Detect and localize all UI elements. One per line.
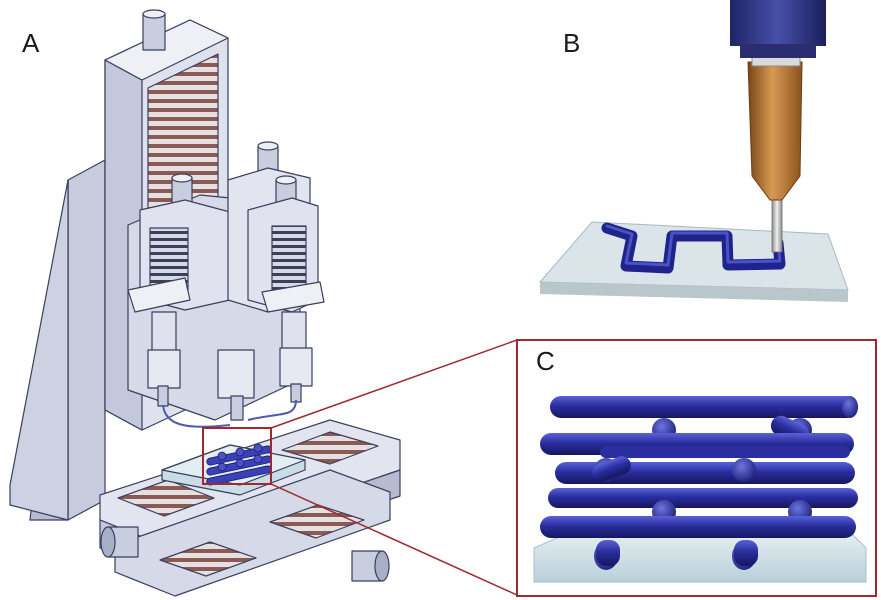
printer-tower-wall (9, 179, 69, 521)
base-vents-right (281, 431, 379, 465)
zoom-region-box (202, 427, 272, 485)
printer-tower-side (67, 159, 106, 521)
zoom-line-top (270, 339, 518, 429)
dispenser-head (730, 0, 826, 46)
panel-label-c: C (536, 346, 555, 376)
axis-cylinder-right (351, 550, 390, 582)
rail-vents-a (159, 541, 257, 577)
glass-slide-edge (540, 282, 848, 302)
printer-illustration (9, 9, 401, 597)
panel-label-a: A (22, 28, 40, 58)
printhead-left (127, 173, 231, 407)
rail-vents-b (269, 504, 365, 539)
extrusion-illustration (538, 0, 849, 302)
feed-tube-left (162, 404, 231, 428)
nozzle-cartridge (747, 61, 803, 201)
feed-tube-right (247, 399, 297, 421)
column-top-cylinder (142, 13, 166, 51)
mini-scaffold (206, 443, 272, 486)
base-vents-left (117, 479, 215, 517)
scaffold-detail-panel (516, 339, 877, 597)
panel-label-b: B (563, 28, 581, 58)
printhead-right (247, 175, 325, 403)
needle (771, 195, 783, 253)
zoom-line-bottom (270, 483, 518, 596)
detail-glass-base (533, 533, 867, 583)
axis-cylinder-left (100, 526, 139, 558)
